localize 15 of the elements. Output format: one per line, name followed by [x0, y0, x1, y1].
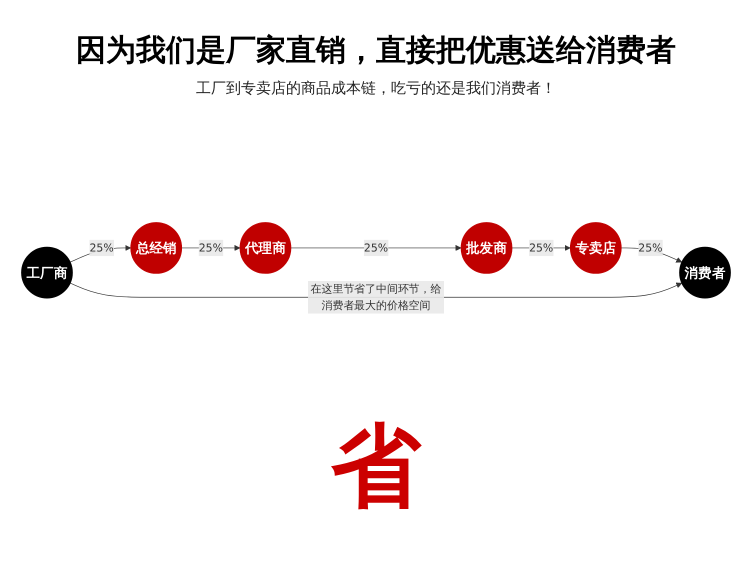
- node-circle: 批发商: [460, 222, 512, 274]
- node-circle: 代理商: [240, 222, 292, 274]
- node-circle: 总经销: [130, 222, 182, 274]
- subtitle: 工厂到专卖店的商品成本链，吃亏的还是我们消费者！: [195, 79, 557, 98]
- node-circle: 消费者: [679, 246, 731, 298]
- edge-label: 25%: [198, 241, 223, 254]
- edge-label: 在这里节省了中间环节，给消费者最大的价格空间: [310, 282, 442, 312]
- title: 因为我们是厂家直销，直接把优惠送给消费者: [75, 32, 677, 70]
- node-circle: 工厂商: [21, 246, 73, 298]
- big-character: 省: [330, 422, 422, 512]
- edge-label: 25%: [638, 241, 662, 254]
- edge-label: 25%: [529, 241, 554, 254]
- edge-label: 25%: [90, 241, 114, 254]
- node-circle: 专卖店: [570, 222, 622, 274]
- edge-label: 25%: [364, 241, 388, 254]
